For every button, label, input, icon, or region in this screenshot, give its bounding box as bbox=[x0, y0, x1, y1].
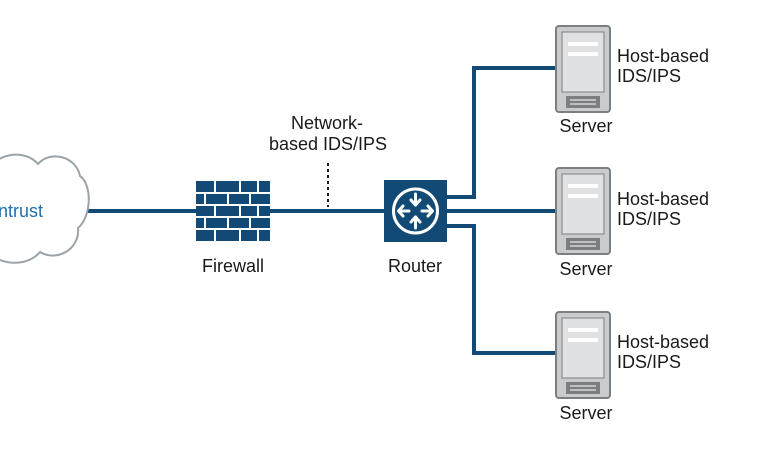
router-arrows-icon bbox=[384, 180, 447, 242]
server-1-ids-line1: Host-based bbox=[617, 46, 709, 66]
cloud-icon bbox=[0, 153, 90, 264]
server-3-ids-line1: Host-based bbox=[617, 332, 709, 352]
server-tower-icon bbox=[555, 311, 611, 399]
server-1-ids-line2: IDS/IPS bbox=[617, 66, 681, 86]
link-router-server-3 bbox=[447, 224, 556, 355]
server-tower-icon bbox=[555, 167, 611, 255]
firewall-label: Firewall bbox=[202, 256, 264, 276]
router-label: Router bbox=[388, 256, 442, 276]
cloud-label: ntrust bbox=[0, 201, 43, 221]
server-3-label: Server bbox=[559, 403, 612, 423]
server-3-ids-line2: IDS/IPS bbox=[617, 352, 681, 372]
server-2-ids-line1: Host-based bbox=[617, 189, 709, 209]
connection-lines bbox=[86, 66, 556, 355]
network-ids-label-line1: Network- bbox=[291, 113, 363, 133]
firewall-brick-icon bbox=[196, 181, 270, 241]
server-1-label: Server bbox=[559, 116, 612, 136]
network-ids-label-line2: based IDS/IPS bbox=[269, 134, 387, 154]
server-2-label: Server bbox=[559, 259, 612, 279]
link-router-server-1 bbox=[447, 66, 556, 199]
server-2-ids-line2: IDS/IPS bbox=[617, 209, 681, 229]
server-tower-icon bbox=[555, 25, 611, 113]
